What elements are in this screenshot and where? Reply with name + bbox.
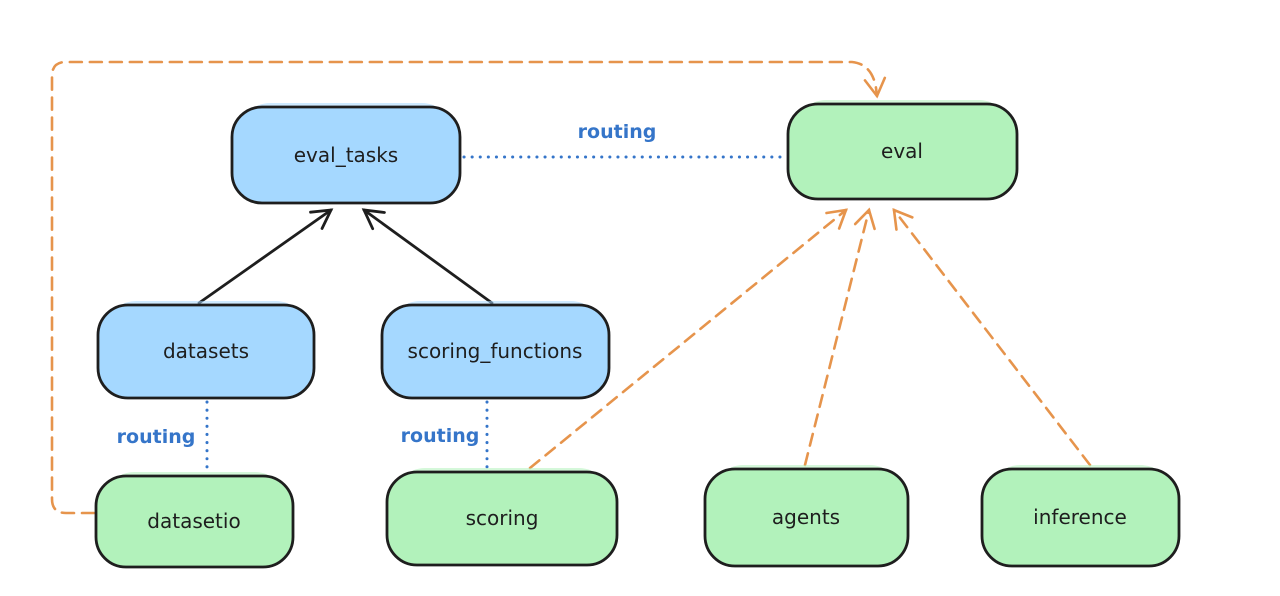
node-datasets: datasets: [96, 301, 316, 400]
edge-inference-to-eval: [892, 207, 1092, 467]
node-scoring-box: [385, 470, 619, 567]
edge-agents-to-eval: [803, 207, 876, 467]
node-eval-label: eval: [881, 139, 923, 163]
routing-label-top: routing: [578, 121, 657, 143]
edge-scoring-to-eval: [528, 208, 848, 470]
node-datasetio-box: [94, 474, 295, 569]
routing-label-middle: routing: [401, 425, 480, 447]
node-eval-tasks-box: [230, 105, 462, 205]
node-scoring-label: scoring: [466, 506, 539, 530]
edge-scoring-functions-to-eval-tasks: [361, 208, 494, 305]
node-datasets-box: [96, 303, 316, 400]
node-scoring-functions-label: scoring_functions: [408, 339, 583, 363]
node-scoring: scoring: [385, 468, 619, 567]
edges-layer: routing routing routing: [50, 60, 1092, 515]
node-inference-box: [980, 467, 1181, 568]
node-eval-tasks: eval_tasks: [230, 103, 462, 205]
node-scoring-functions-box: [380, 303, 611, 400]
node-inference: inference: [980, 465, 1181, 568]
node-agents-label: agents: [772, 505, 840, 529]
node-scoring-functions: scoring_functions: [380, 301, 611, 400]
routing-label-left: routing: [117, 426, 196, 448]
node-agents-box: [703, 467, 910, 568]
node-datasetio-label: datasetio: [147, 509, 240, 533]
node-datasets-label: datasets: [163, 339, 249, 363]
node-agents: agents: [703, 465, 910, 568]
node-datasetio: datasetio: [94, 472, 295, 569]
edge-datasetio-to-eval: [50, 60, 887, 515]
node-eval-box: [786, 102, 1019, 201]
node-eval: eval: [786, 100, 1019, 201]
nodes-layer: eval_tasks eval datasets scoring_functio…: [94, 100, 1181, 569]
node-eval-tasks-label: eval_tasks: [294, 143, 398, 167]
node-inference-label: inference: [1033, 505, 1127, 529]
edge-datasets-to-eval-tasks: [197, 208, 334, 305]
